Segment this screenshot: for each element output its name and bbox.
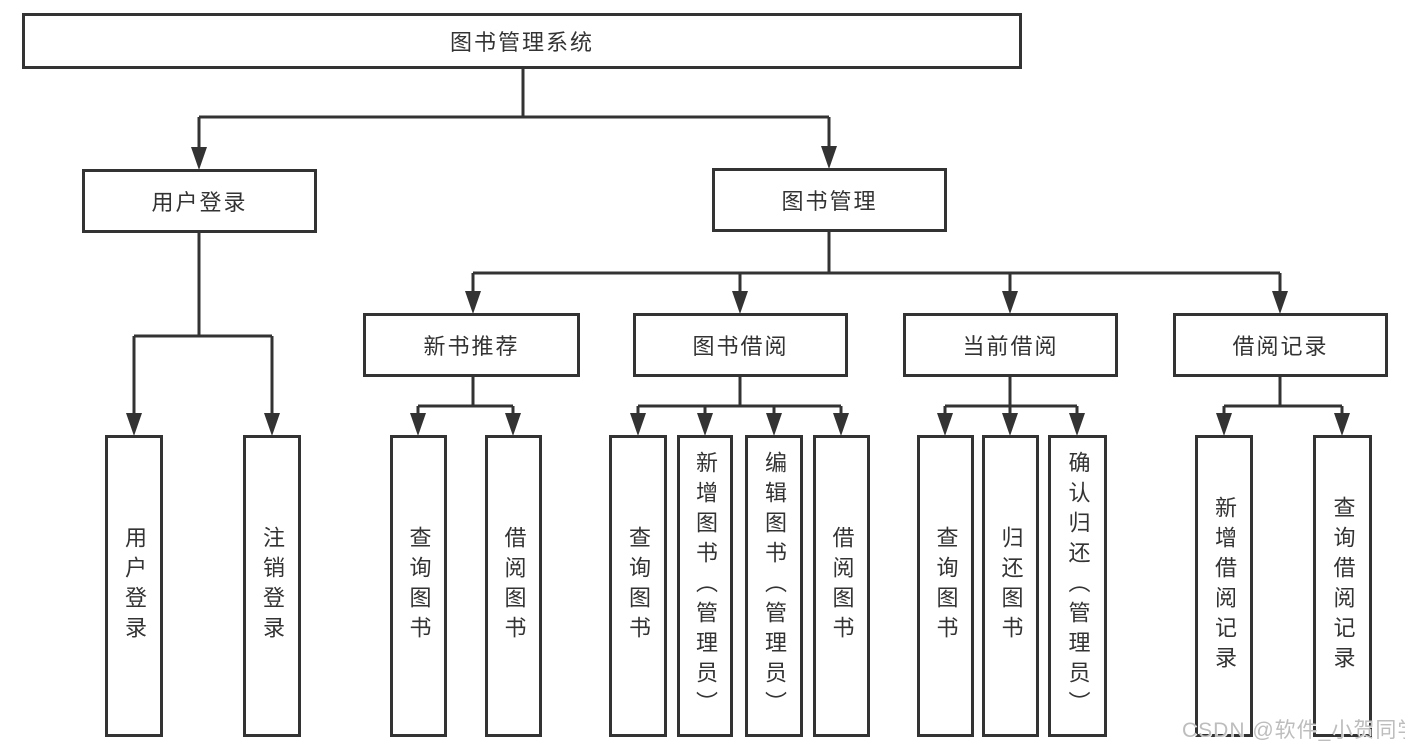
node-current-borrowing-label: 当前借阅 [962,334,1059,359]
node-borrowing-records: 借阅记录 [1173,313,1388,377]
leaf-logout-login-label: 注销登录 [260,526,285,646]
node-user-login-branch: 用户登录 [82,169,317,233]
leaf-recommend-borrow-books: 借阅图书 [485,435,542,737]
leaf-borrowing-query-books: 查询图书 [609,435,667,737]
leaf-records-add-record-label: 新增借阅记录 [1212,496,1237,676]
node-user-login-branch-label: 用户登录 [151,190,248,215]
leaf-borrowing-add-books-admin-label: 新增图书（管理员） [693,451,718,721]
node-book-management-label: 图书管理 [781,189,878,214]
leaf-recommend-query-books-label: 查询图书 [406,526,432,646]
node-book-management: 图书管理 [712,168,947,232]
leaf-current-return-books: 归还图书 [982,435,1039,737]
node-current-borrowing: 当前借阅 [903,313,1118,377]
leaf-records-query-record-label: 查询借阅记录 [1330,496,1356,676]
node-root-system-label: 图书管理系统 [449,30,594,55]
leaf-recommend-borrow-books-label: 借阅图书 [501,526,527,646]
watermark: CSDN @软件_小贺同学 [1182,719,1405,742]
node-new-book-recommend: 新书推荐 [363,313,580,377]
leaf-records-query-record: 查询借阅记录 [1313,435,1372,737]
leaf-current-confirm-return-admin-label: 确认归还（管理员） [1065,451,1091,721]
node-book-borrowing: 图书借阅 [633,313,848,377]
leaf-user-login: 用户登录 [105,435,163,737]
leaf-user-login-label: 用户登录 [122,526,147,646]
leaf-current-confirm-return-admin: 确认归还（管理员） [1048,435,1107,737]
node-borrowing-records-label: 借阅记录 [1232,334,1329,359]
leaf-current-query-books: 查询图书 [917,435,974,737]
leaf-logout-login: 注销登录 [243,435,301,737]
leaf-current-return-books-label: 归还图书 [998,526,1024,646]
leaf-borrowing-borrow-books: 借阅图书 [813,435,870,737]
leaf-borrowing-add-books-admin: 新增图书（管理员） [677,435,733,737]
leaf-borrowing-borrow-books-label: 借阅图书 [829,526,855,646]
node-new-book-recommend-label: 新书推荐 [423,334,520,359]
leaf-borrowing-query-books-label: 查询图书 [626,526,651,646]
leaf-recommend-query-books: 查询图书 [390,435,447,737]
node-book-borrowing-label: 图书借阅 [692,334,789,359]
leaf-borrowing-edit-books-admin-label: 编辑图书（管理员） [762,451,787,721]
leaf-current-query-books-label: 查询图书 [933,526,959,646]
leaf-borrowing-edit-books-admin: 编辑图书（管理员） [745,435,803,737]
node-root-system: 图书管理系统 [22,13,1022,69]
leaf-records-add-record: 新增借阅记录 [1195,435,1253,737]
